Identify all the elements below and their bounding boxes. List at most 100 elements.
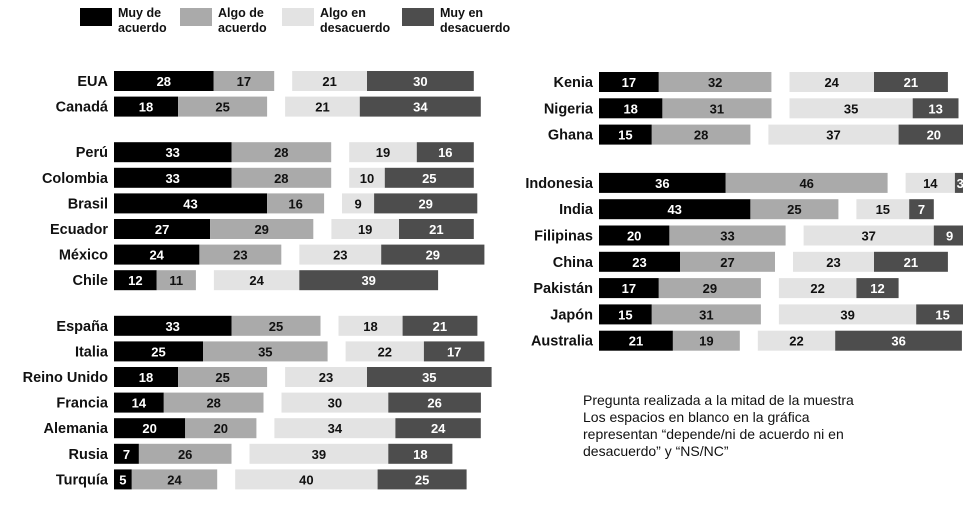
bar-value-label: 43 — [667, 202, 681, 217]
bar-value-label: 7 — [123, 447, 130, 462]
bar-segment-algo-en-desacuerdo — [789, 72, 874, 92]
bar-row: Rusia 7 26 39 18 — [69, 443, 453, 464]
bar-value-label: 9 — [946, 229, 953, 244]
country-label: Italia — [75, 344, 109, 360]
bar-segment-algo-en-desacuerdo — [331, 219, 399, 239]
bar-value-label: 34 — [328, 421, 343, 436]
legend-label-line: Muy de — [118, 6, 162, 20]
bar-segment-muy-de-acuerdo — [599, 172, 726, 193]
note-line: Los espacios en blanco en la gráfica — [583, 409, 810, 425]
bar-segment-muy-en-desacuerdo — [954, 172, 963, 193]
bar-value-label: 28 — [694, 128, 708, 143]
bar-segment-algo-de-acuerdo — [662, 98, 772, 119]
legend-label-line: acuerdo — [118, 21, 167, 35]
bar-segment-muy-de-acuerdo — [599, 330, 673, 351]
bar-segment-algo-en-desacuerdo — [345, 341, 424, 362]
bar-value-label: 19 — [376, 145, 390, 160]
bar-segment-algo-en-desacuerdo — [778, 278, 857, 299]
bar-value-label: 22 — [378, 344, 392, 359]
bar-value-label: 24 — [249, 273, 264, 288]
bar-value-label: 39 — [312, 447, 326, 462]
bar-value-label: 23 — [319, 370, 333, 385]
bar-segment-muy-en-desacuerdo — [374, 193, 478, 214]
country-label: Rusia — [69, 447, 109, 463]
bar-value-label: 25 — [151, 344, 165, 359]
bar-value-label: 36 — [655, 176, 669, 191]
bar-value-label: 36 — [891, 334, 905, 349]
bar-segment-algo-en-desacuerdo — [349, 142, 417, 163]
bar-value-label: 18 — [623, 101, 637, 116]
legend-label-line: desacuerdo — [440, 21, 511, 35]
bar-value-label: 22 — [789, 334, 803, 349]
bar-value-label: 46 — [799, 176, 813, 191]
bar-segment-muy-de-acuerdo — [114, 167, 232, 188]
bar-segment-algo-de-acuerdo — [163, 392, 264, 413]
bar-segment-algo-de-acuerdo — [672, 330, 740, 351]
bar-segment-muy-de-acuerdo — [599, 225, 670, 246]
country-label: Ecuador — [50, 222, 108, 238]
legend-item-muy-en-desacuerdo: Muy en desacuerdo — [402, 6, 510, 36]
bar-segment-algo-de-acuerdo — [185, 418, 257, 439]
bar-segment-algo-de-acuerdo — [213, 71, 275, 91]
legend-label-line: Algo de — [218, 6, 264, 20]
bar-value-label: 19 — [358, 222, 372, 237]
bar-value-label: 14 — [132, 396, 147, 411]
bar-segment-muy-en-desacuerdo — [367, 71, 474, 91]
bar-value-label: 34 — [413, 100, 428, 115]
bar-value-label: 16 — [288, 196, 302, 211]
bar-value-label: 27 — [720, 255, 734, 270]
bar-segment-muy-en-desacuerdo — [388, 443, 453, 464]
legend-label: Algo en desacuerdo — [320, 6, 390, 36]
bar-value-label: 26 — [178, 447, 192, 462]
bar-segment-algo-en-desacuerdo — [285, 367, 367, 387]
country-label: Filipinas — [534, 229, 593, 245]
bar-segment-muy-en-desacuerdo — [367, 367, 492, 387]
bar-value-label: 24 — [824, 75, 839, 90]
country-label: EUA — [77, 74, 108, 90]
country-label: Perú — [76, 145, 108, 161]
bar-value-label: 25 — [215, 370, 229, 385]
bar-value-label: 12 — [128, 273, 142, 288]
bar-value-label: 37 — [861, 229, 875, 244]
bar-segment-muy-de-acuerdo — [599, 98, 663, 119]
legend-label: Muy en desacuerdo — [440, 6, 510, 36]
legend-label-line: acuerdo — [218, 21, 267, 35]
bar-value-label: 5 — [119, 472, 126, 487]
bar-segment-algo-de-acuerdo — [178, 367, 268, 387]
bar-value-label: 35 — [422, 370, 436, 385]
bar-value-label: 17 — [447, 344, 461, 359]
bar-segment-muy-en-desacuerdo — [874, 72, 948, 92]
country-label: China — [553, 255, 594, 271]
legend-item-algo-de-acuerdo: Algo de acuerdo — [180, 6, 267, 36]
country-label: Pakistán — [533, 281, 593, 297]
country-label: Ghana — [548, 128, 594, 144]
country-label: Reino Unido — [23, 370, 109, 386]
bar-segment-muy-en-desacuerdo — [402, 315, 478, 336]
country-label: Turquía — [56, 472, 109, 488]
bar-value-label: 18 — [413, 447, 427, 462]
bar-value-label: 21 — [629, 334, 643, 349]
bar-segment-muy-en-desacuerdo — [909, 199, 934, 220]
bar-value-label: 13 — [928, 101, 942, 116]
bar-segment-muy-de-acuerdo — [599, 72, 659, 92]
bar-value-label: 18 — [139, 370, 153, 385]
bar-value-label: 43 — [183, 196, 197, 211]
bar-segment-muy-de-acuerdo — [114, 469, 132, 490]
bar-segment-algo-de-acuerdo — [231, 315, 321, 336]
bar-segment-muy-de-acuerdo — [599, 304, 652, 325]
bar-segment-algo-de-acuerdo — [131, 469, 218, 490]
bar-segment-algo-de-acuerdo — [750, 199, 839, 220]
